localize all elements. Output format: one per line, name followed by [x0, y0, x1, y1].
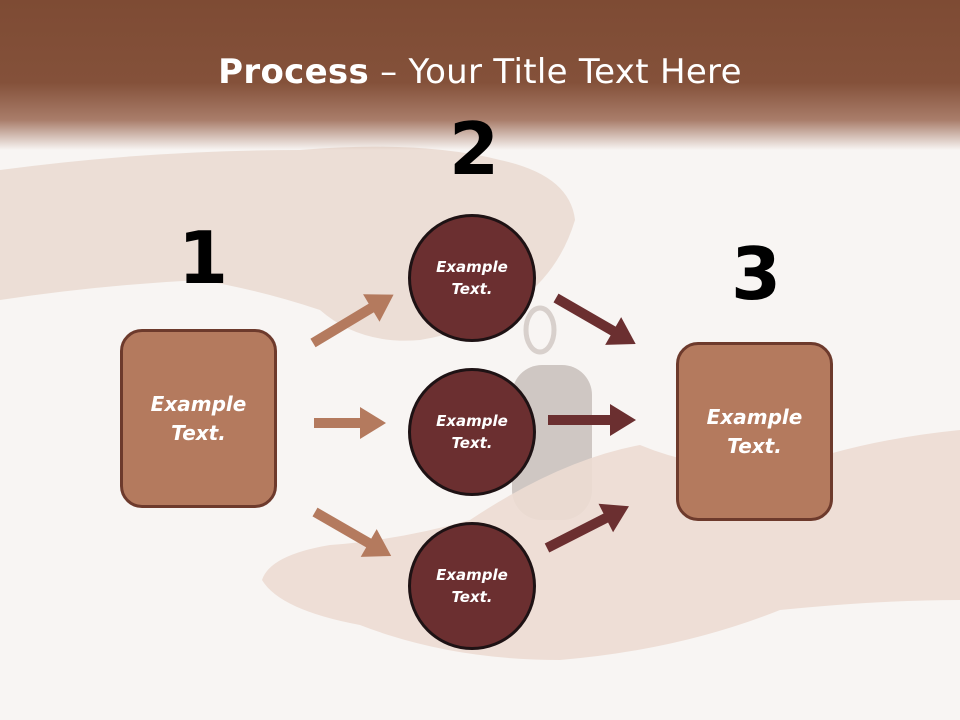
step-number-1: 1: [178, 216, 229, 300]
circle-middle-line1: Example: [436, 411, 508, 430]
circle-bottom-line2: Text.: [451, 588, 493, 606]
right-box-line2: Text.: [727, 433, 782, 458]
circle-top-line2: Text.: [451, 280, 493, 298]
circle-middle-line2: Text.: [451, 434, 493, 452]
left-box-line1: Example: [150, 391, 247, 416]
title-bar: [0, 0, 960, 150]
arrow-top-to-right: [553, 293, 636, 345]
arrow-left-to-middle: [314, 407, 386, 439]
step-number-3: 3: [731, 232, 782, 316]
left-box-line2: Text.: [171, 420, 226, 445]
arrow-middle-to-right: [548, 404, 636, 436]
right-box-line1: Example: [706, 404, 803, 429]
arrow-left-to-top: [310, 294, 394, 348]
slide-title: Process – Your Title Text Here: [0, 52, 960, 92]
title-rest: – Your Title Text Here: [369, 52, 742, 92]
step-number-2: 2: [449, 107, 500, 191]
arrow-left-to-bottom: [312, 507, 392, 557]
title-bold: Process: [218, 52, 370, 92]
circle-top-line1: Example: [436, 257, 508, 276]
arrow-bottom-to-right: [544, 503, 629, 553]
circle-bottom-line1: Example: [436, 565, 508, 584]
